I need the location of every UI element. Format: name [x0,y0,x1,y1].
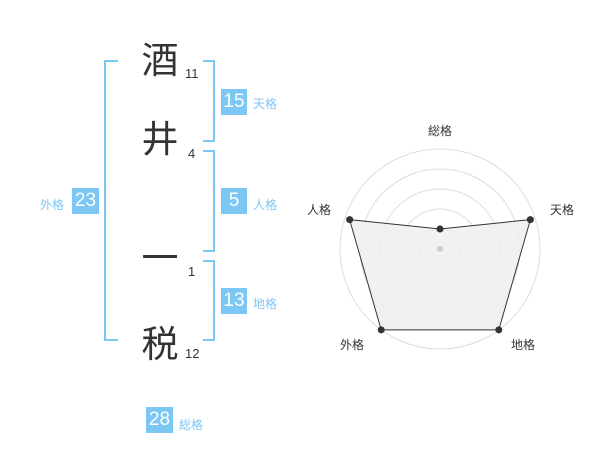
stroke-count-1: 11 [185,66,199,81]
radar-point-2 [495,326,503,334]
radar-point-3 [377,326,385,334]
name-char-4: 税 [141,323,179,366]
name-char-3: 一 [141,237,179,280]
tenkaku-label: 天格 [253,97,278,111]
chikaku-label: 地格 [253,297,278,311]
stroke-count-3: 1 [188,264,196,279]
soukaku-badge: 28 [146,407,173,433]
tenkaku-badge: 15 [221,89,247,115]
radar-axis-label-tenkaku: 天格 [550,203,575,217]
jinkaku-label: 人格 [253,198,278,212]
gaikaku-bracket [104,60,118,341]
radar-axis-label-soukaku: 総格 [428,124,453,138]
name-char-1: 酒 [141,39,179,82]
soukaku-label: 総格 [179,418,204,432]
stroke-count-2: 4 [188,146,196,161]
radar-ring [339,148,541,350]
radar-point-4 [346,216,354,224]
chikaku-bracket [203,260,215,341]
stroke-count-4: 12 [185,346,200,361]
gaikaku-label: 外格 [40,198,65,212]
radar-axis-label-gaikaku: 外格 [340,338,365,352]
chikaku-badge: 13 [221,288,247,314]
radar-polygon [348,219,532,331]
radar-axis-label-chikaku: 地格 [511,338,536,352]
jinkaku-badge: 5 [221,188,247,214]
gaikaku-badge: 23 [72,188,99,214]
radar-center-dot [437,246,443,252]
radar-point-0 [436,225,444,233]
radar-point-1 [526,216,534,224]
jinkaku-bracket [203,150,215,252]
tenkaku-bracket [203,60,215,142]
radar-axis-label-jinkaku: 人格 [307,203,332,217]
name-char-2: 井 [141,118,179,161]
